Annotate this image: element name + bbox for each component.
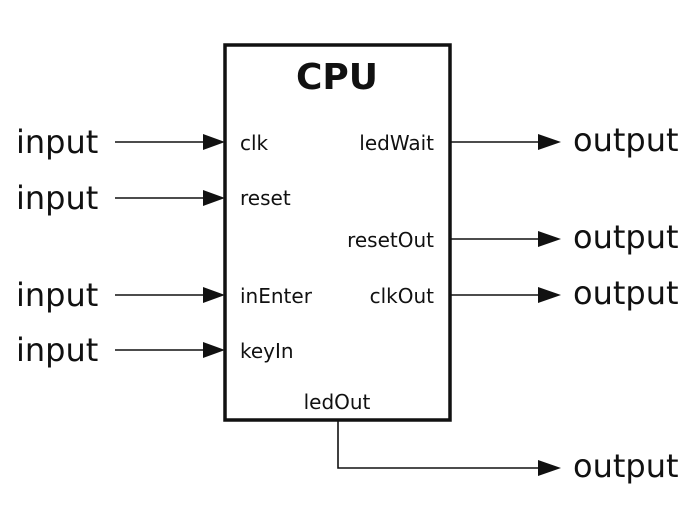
arrowhead-clk [203, 134, 225, 150]
arrowhead-keyin [203, 342, 225, 358]
output-label-resetout: output [573, 218, 679, 256]
arrowhead-ledout [538, 460, 561, 476]
cpu-block [223, 43, 452, 422]
cpu-title: CPU [296, 57, 378, 98]
arrowhead-clkout [538, 287, 561, 303]
port-reset: reset [240, 186, 291, 210]
input-label-reset: input [16, 179, 98, 217]
port-inenter: inEnter [240, 284, 313, 308]
input-label-clk: input [16, 123, 98, 161]
port-keyin: keyIn [240, 339, 294, 363]
arrowhead-inenter [203, 287, 225, 303]
input-label-keyin: input [16, 331, 98, 369]
input-label-inenter: input [16, 276, 98, 314]
output-wire-ledout [337, 420, 540, 469]
output-label-ledwait: output [573, 121, 679, 159]
output-label-clkout: output [573, 274, 679, 312]
port-ledout: ledOut [304, 390, 371, 414]
port-ledwait: ledWait [359, 131, 434, 155]
port-resetout: resetOut [347, 228, 434, 252]
arrowhead-resetout [538, 231, 561, 247]
arrowhead-reset [203, 190, 225, 206]
port-clk: clk [240, 131, 269, 155]
arrowhead-ledwait [538, 134, 561, 150]
port-clkout: clkOut [370, 284, 435, 308]
output-label-ledout: output [573, 447, 679, 485]
